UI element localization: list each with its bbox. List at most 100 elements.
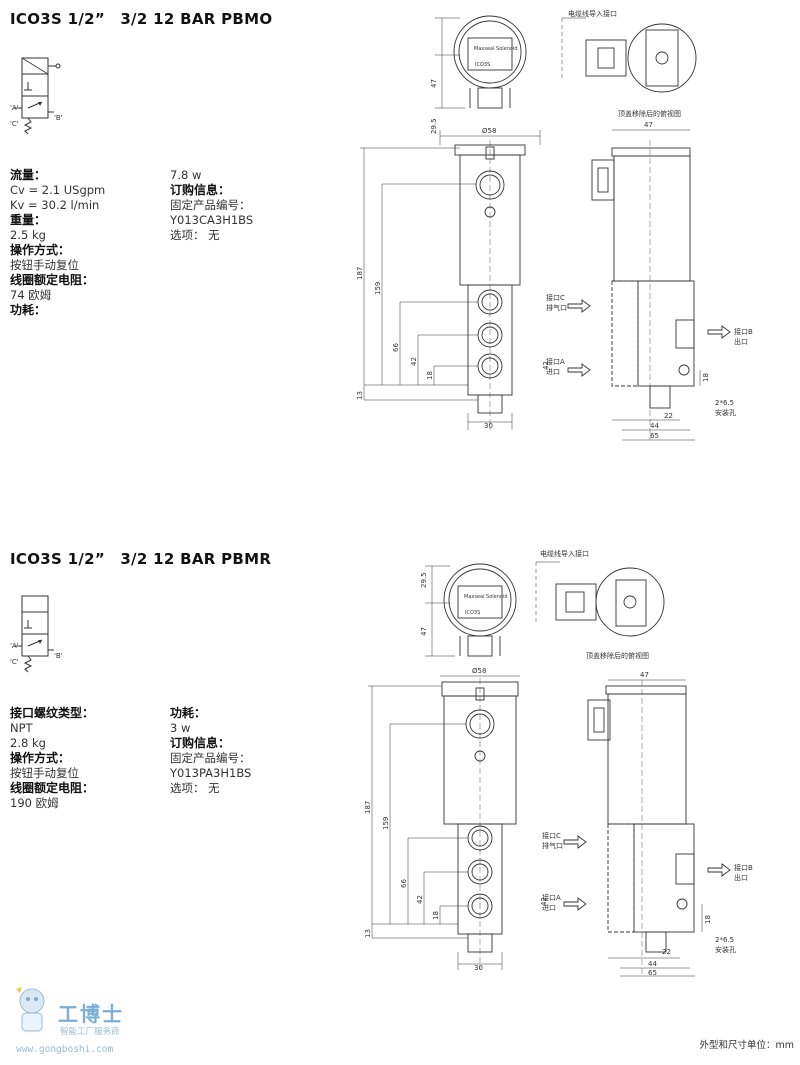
- symbol-label-c: 'C': [10, 658, 19, 666]
- port-c-label: 接口C: [546, 293, 565, 302]
- dim-30: 30: [474, 964, 483, 972]
- spec-right-2: 功耗： 3 w 订购信息： 固定产品编号： Y013PA3H1BS 选项： 无: [170, 706, 300, 796]
- spec-value: 74 欧姆: [10, 288, 52, 302]
- dim-187: 187: [364, 801, 372, 814]
- spec-value: Y013PA3H1BS: [170, 766, 252, 780]
- dimension-drawing-1: 29.5 47 Maxseal Solenoid ICO3S 电缆线导入接口 顶…: [356, 9, 753, 441]
- spec-value: 190 欧姆: [10, 796, 59, 810]
- symbol-label-b: 'B': [54, 114, 63, 122]
- valve-symbol-1: 'A' 'C' 'B': [10, 57, 63, 135]
- port-b-label: 接口B: [734, 327, 753, 336]
- spec-label: 功耗：: [10, 303, 47, 317]
- nameplate: Maxseal Solenoid: [464, 594, 508, 600]
- product-title-1: ICO3S 1/2” 3/2 12 BAR PBMO: [10, 10, 273, 28]
- spec-value: 7.8 w: [170, 168, 202, 182]
- dim-42: 42: [410, 357, 418, 366]
- mascot-logo-icon: [16, 987, 45, 1032]
- dim-44: 44: [650, 422, 659, 430]
- port-a-label: 接口A: [542, 893, 561, 902]
- spec-label: 订购信息：: [170, 183, 231, 197]
- top-view-caption: 顶盖移除后的俯视图: [586, 651, 649, 660]
- spec-label: 功耗：: [170, 706, 207, 720]
- dim-18: 18: [432, 911, 440, 920]
- spec-value: 固定产品编号：: [170, 751, 251, 765]
- spec-label: 操作方式：: [10, 243, 71, 257]
- dim-42b: 42: [542, 361, 550, 370]
- dim-47b: 47: [640, 671, 649, 679]
- dim-42: 42: [416, 895, 424, 904]
- nameplate: Maxseal Solenoid: [474, 46, 518, 52]
- spec-label: 流量：: [10, 168, 47, 182]
- spec-value: 选项： 无: [170, 781, 220, 795]
- port-c-label: 接口C: [542, 831, 561, 840]
- dim-13: 13: [364, 929, 372, 938]
- dim-dia58: Ø58: [472, 667, 486, 675]
- spec-value: Kv = 30.2 l/min: [10, 198, 100, 212]
- logo-url: www.gongboshi.com: [16, 1044, 114, 1055]
- dim-66: 66: [400, 879, 408, 888]
- logo-text: 工博士: [58, 1002, 124, 1026]
- dim-18: 18: [426, 371, 434, 380]
- spec-value: Y013CA3H1BS: [170, 213, 254, 227]
- dim-44: 44: [648, 960, 657, 968]
- dim-dia58: Ø58: [482, 127, 496, 135]
- spec-value: 按钮手动复位: [10, 766, 79, 780]
- symbol-label-c: 'C': [10, 120, 19, 128]
- port-a-desc: 进口: [546, 368, 560, 376]
- spec-value: 按钮手动复位: [10, 258, 79, 272]
- product-title-2: ICO3S 1/2” 3/2 12 BAR PBMR: [10, 550, 272, 568]
- spec-label: 线圈额定电阻：: [10, 273, 95, 287]
- spec-value: 3 w: [170, 721, 191, 735]
- dim-66: 66: [392, 343, 400, 352]
- hole-label: 安装孔: [715, 945, 736, 954]
- cable-entry-label: 电缆线导入接口: [568, 9, 617, 18]
- top-view-caption: 顶盖移除后的俯视图: [618, 109, 681, 118]
- port-b-desc: 出口: [734, 337, 748, 346]
- dim-187: 187: [356, 267, 364, 280]
- spec-label: 操作方式：: [10, 751, 71, 765]
- port-c-desc: 排气口: [542, 841, 563, 850]
- dim-29: 29.5: [430, 118, 438, 134]
- spec-left-1: 流量： Cv = 2.1 USgpm Kv = 30.2 l/min 重量： 2…: [10, 168, 160, 318]
- dim-42b: 42: [540, 897, 548, 906]
- nameplate-model: ICO3S: [465, 610, 480, 616]
- dim-29: 29.5: [420, 572, 428, 588]
- hole-dim: 2*6.5: [715, 399, 734, 407]
- valve-symbol-2: 'A' 'C' 'B': [10, 595, 63, 673]
- dim-30: 30: [484, 422, 493, 430]
- symbol-label-a: 'A': [10, 104, 19, 112]
- spec-value: 选项： 无: [170, 228, 220, 242]
- units-note: 外型和尺寸单位：mm: [699, 1040, 794, 1051]
- spec-label: 重量：: [10, 213, 47, 227]
- symbol-label-b: 'B': [54, 652, 63, 660]
- dim-65: 65: [648, 969, 657, 977]
- dim-47b: 47: [644, 121, 653, 129]
- spec-left-2: 接口螺纹类型： NPT 2.8 kg 操作方式： 按钮手动复位 线圈额定电阻： …: [10, 706, 160, 811]
- spec-value: 2.5 kg: [10, 228, 46, 242]
- port-b-desc: 出口: [734, 873, 748, 882]
- dim-47: 47: [420, 627, 428, 636]
- dimension-drawing-2: 29.5 47 Maxseal Solenoid ICO3S 电缆线导入接口 顶…: [364, 549, 753, 977]
- spec-value: NPT: [10, 721, 33, 735]
- nameplate-model: ICO3S: [475, 62, 490, 68]
- port-a-desc: 进口: [542, 904, 556, 912]
- spec-value: 2.8 kg: [10, 736, 46, 750]
- dim-159: 159: [374, 282, 382, 295]
- symbol-label-a: 'A': [10, 642, 19, 650]
- logo-subtitle: 智能工厂服务商: [60, 1027, 120, 1037]
- dim-22: 22: [664, 412, 673, 420]
- dim-18b: 18: [702, 373, 710, 382]
- port-c-desc: 排气口: [546, 303, 567, 312]
- dim-18b: 18: [704, 915, 712, 924]
- dim-13: 13: [356, 391, 364, 400]
- hole-label: 安装孔: [715, 408, 736, 417]
- hole-dim: 2*6.5: [715, 936, 734, 944]
- dim-47: 47: [430, 79, 438, 88]
- spec-label: 接口螺纹类型：: [10, 706, 95, 720]
- dim-159: 159: [382, 817, 390, 830]
- spec-value: 固定产品编号：: [170, 198, 251, 212]
- port-b-label: 接口B: [734, 863, 753, 872]
- dim-22: 22: [662, 948, 671, 956]
- port-a-label: 接口A: [546, 357, 565, 366]
- spec-right-1: 7.8 w 订购信息： 固定产品编号： Y013CA3H1BS 选项： 无: [170, 168, 300, 243]
